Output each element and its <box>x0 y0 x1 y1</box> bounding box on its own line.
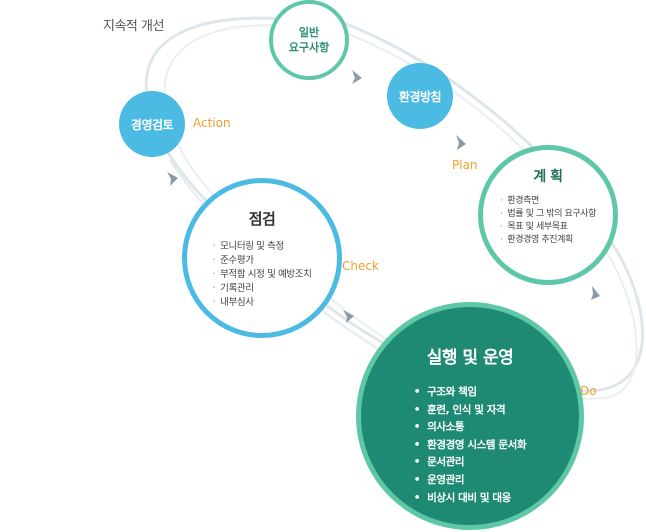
list-item: 준수평가 <box>213 254 312 268</box>
stage-label-check: Check <box>342 259 379 273</box>
list-item: 문서관리 <box>414 454 526 472</box>
stage-label-do: Do <box>580 384 597 398</box>
node-general-requirements-line1: 일반 <box>298 26 320 39</box>
node-implementation-list: 구조와 책임 훈련, 인식 및 자격 의사소통 환경경영 시스템 문서화 문서관… <box>414 384 527 508</box>
list-item: 의사소통 <box>414 419 526 437</box>
node-checking-list: 모니터링 및 측정 준수평가 부적합 시정 및 예방조치 기록관리 내부심사 <box>213 240 312 310</box>
list-item: 훈련, 인식 및 자격 <box>414 402 526 420</box>
node-management-review-label: 경영검토 <box>130 117 174 132</box>
list-item: 환경경영 시스템 문서화 <box>414 437 527 455</box>
list-item: 목표 및 세부목표 <box>500 221 596 234</box>
continuous-improvement-label: 지속적 개선 <box>103 19 164 34</box>
flow-arrow-icon <box>456 135 466 150</box>
node-planning: 계 획 환경측면 법률 및 그 밖의 요구사항 목표 및 세부목표 환경경영 추… <box>478 145 618 285</box>
node-planning-list: 환경측면 법률 및 그 밖의 요구사항 목표 및 세부목표 환경경영 추진계획 <box>500 195 596 247</box>
list-item: 구조와 책임 <box>414 384 526 402</box>
node-implementation-title: 실행 및 운영 <box>426 348 514 368</box>
list-item: 기록관리 <box>213 282 312 296</box>
list-item: 부적합 시정 및 예방조치 <box>213 268 312 282</box>
node-implementation: 실행 및 운영 구조와 책임 훈련, 인식 및 자격 의사소통 환경경영 시스템… <box>356 302 584 530</box>
list-item: 운영관리 <box>414 472 526 490</box>
list-item: 환경측면 <box>500 195 596 208</box>
list-item: 내부심사 <box>213 296 312 310</box>
node-checking-title: 점검 <box>248 210 276 228</box>
list-item: 모니터링 및 측정 <box>213 240 312 254</box>
node-environmental-policy: 환경방침 <box>387 63 453 129</box>
node-general-requirements-line2: 요구사항 <box>288 41 330 54</box>
stage-label-plan: Plan <box>452 158 478 172</box>
node-general-requirements: 일반 요구사항 <box>269 0 349 80</box>
node-management-review: 경영검토 <box>119 91 185 157</box>
flow-arrow-icon <box>591 286 600 300</box>
list-item: 환경경영 추진계획 <box>500 234 596 247</box>
node-planning-title: 계 획 <box>533 169 563 185</box>
list-item: 법률 및 그 밖의 요구사항 <box>500 208 596 221</box>
flow-arrow-icon <box>352 70 362 84</box>
list-item: 비상시 대비 및 대응 <box>414 490 526 508</box>
stage-label-action: Action <box>193 116 231 130</box>
node-checking: 점검 모니터링 및 측정 준수평가 부적합 시정 및 예방조치 기록관리 내부심… <box>182 178 342 338</box>
node-environmental-policy-label: 환경방침 <box>398 89 442 104</box>
flow-arrow-icon <box>167 172 178 186</box>
flow-arrow-icon <box>343 310 354 323</box>
